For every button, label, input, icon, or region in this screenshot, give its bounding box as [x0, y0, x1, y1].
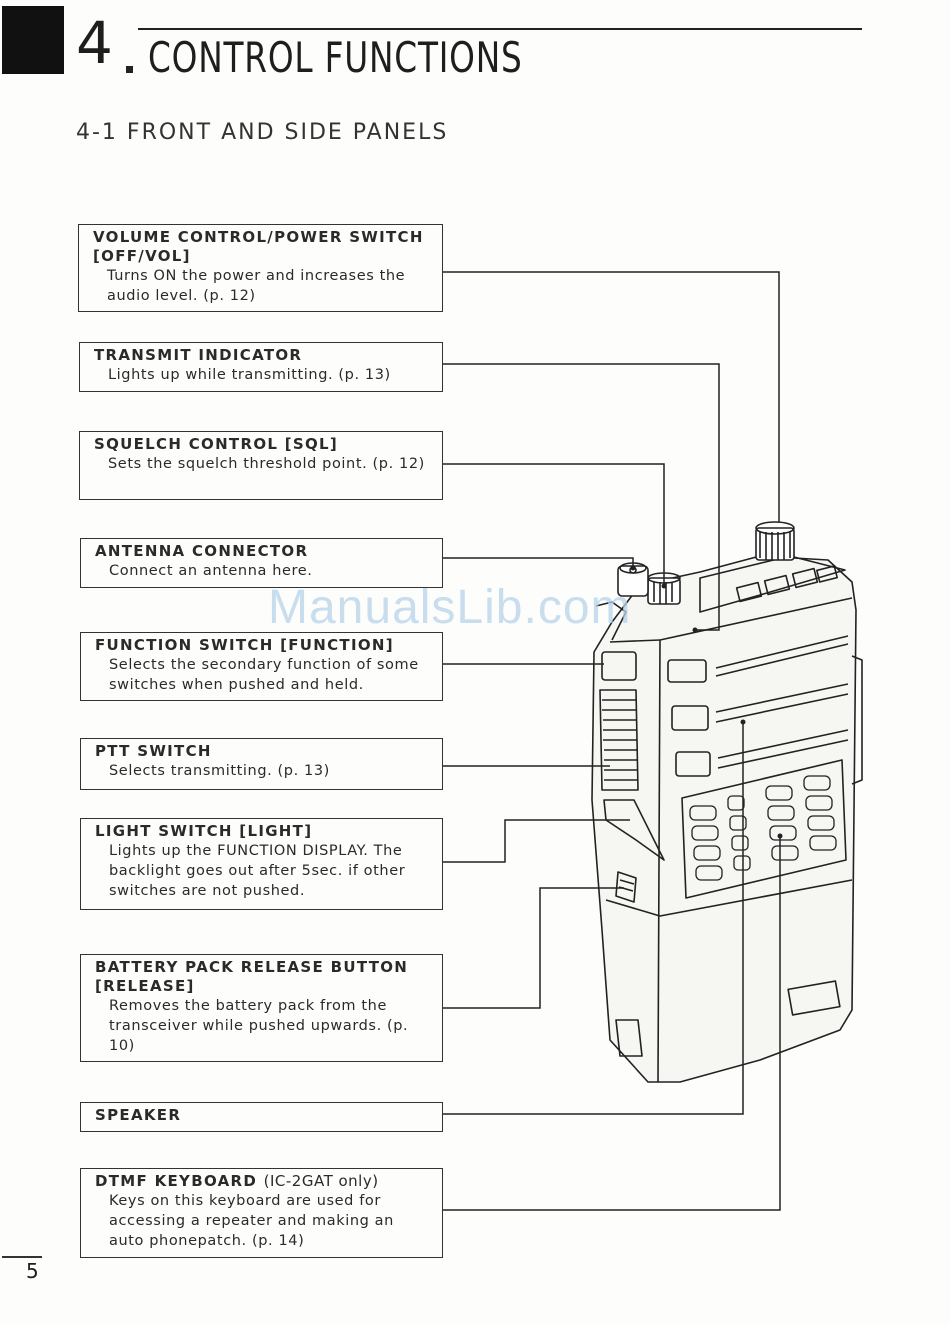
callout-description: Removes the battery pack from the transc… [109, 998, 409, 1054]
callout-dtmf-keyboard: DTMF KEYBOARD (IC-2GAT only) Keys on thi… [80, 1168, 443, 1258]
callout-title-text: DTMF KEYBOARD [95, 1172, 258, 1190]
callout-title: BATTERY PACK RELEASE BUTTON [RELEASE] [95, 958, 409, 995]
callout-squelch-control: SQUELCH CONTROL [SQL] Sets the squelch t… [79, 431, 443, 500]
chapter-title: CONTROL FUNCTIONS [148, 33, 523, 82]
title-rule [138, 28, 862, 30]
callout-title: TRANSMIT INDICATOR [94, 346, 303, 364]
callout-title: SQUELCH CONTROL [SQL] [94, 435, 339, 453]
callout-transmit-indicator: TRANSMIT INDICATOR Lights up while trans… [79, 342, 443, 392]
chapter-marker-block [2, 6, 64, 74]
callout-description: Lights up the FUNCTION DISPLAY. The back… [109, 843, 406, 899]
callout-description: Keys on this keyboard are used for acces… [109, 1193, 394, 1249]
leader-line-dtmf [443, 836, 781, 1211]
callout-light-switch: LIGHT SWITCH [LIGHT] Lights up the FUNCT… [80, 818, 443, 910]
callout-volume-control: VOLUME CONTROL/POWER SWITCH [OFF/VOL] Tu… [78, 224, 443, 312]
callout-description: Connect an antenna here. [109, 563, 313, 579]
callout-description: Lights up while transmitting. (p. 13) [108, 367, 391, 383]
callout-description: Sets the squelch threshold point. (p. 12… [108, 456, 425, 472]
callout-function-switch: FUNCTION SWITCH [FUNCTION] Selects the s… [80, 632, 443, 701]
leader-line-volume [443, 271, 780, 522]
callout-title-note: (IC-2GAT only) [263, 1172, 379, 1190]
callout-battery-release: BATTERY PACK RELEASE BUTTON [RELEASE] Re… [80, 954, 443, 1062]
callout-title: VOLUME CONTROL/POWER SWITCH [OFF/VOL] [93, 228, 424, 265]
page-number-rule [2, 1256, 42, 1258]
callout-title: SPEAKER [95, 1106, 182, 1124]
leader-line-antenna [443, 557, 634, 568]
callout-title: PTT SWITCH [95, 742, 212, 760]
chapter-number-dot [126, 66, 133, 73]
callout-speaker: SPEAKER [80, 1102, 443, 1132]
leader-line-light [443, 819, 630, 863]
watermark: ManualsLib.com [268, 581, 632, 634]
callout-title: LIGHT SWITCH [LIGHT] [95, 822, 313, 840]
callout-description: Selects transmitting. (p. 13) [109, 763, 330, 779]
leader-line-transmit [443, 363, 720, 631]
section-heading: 4-1 FRONT AND SIDE PANELS [76, 120, 449, 145]
callout-description: Turns ON the power and increases the aud… [107, 268, 406, 304]
page-number: 5 [26, 1259, 39, 1283]
callout-antenna-connector: ANTENNA CONNECTOR Connect an antenna her… [80, 538, 443, 588]
callout-title: FUNCTION SWITCH [FUNCTION] [95, 636, 394, 654]
chapter-number: 4 [76, 9, 113, 77]
callout-title: DTMF KEYBOARD (IC-2GAT only) [95, 1172, 428, 1191]
callout-title: ANTENNA CONNECTOR [95, 542, 309, 560]
callout-ptt-switch: PTT SWITCH Selects transmitting. (p. 13) [80, 738, 443, 790]
callout-description: Selects the secondary function of some s… [109, 657, 419, 693]
leader-line-squelch [443, 463, 665, 586]
leader-line-speaker [443, 722, 744, 1115]
leader-line-release [443, 887, 624, 1009]
